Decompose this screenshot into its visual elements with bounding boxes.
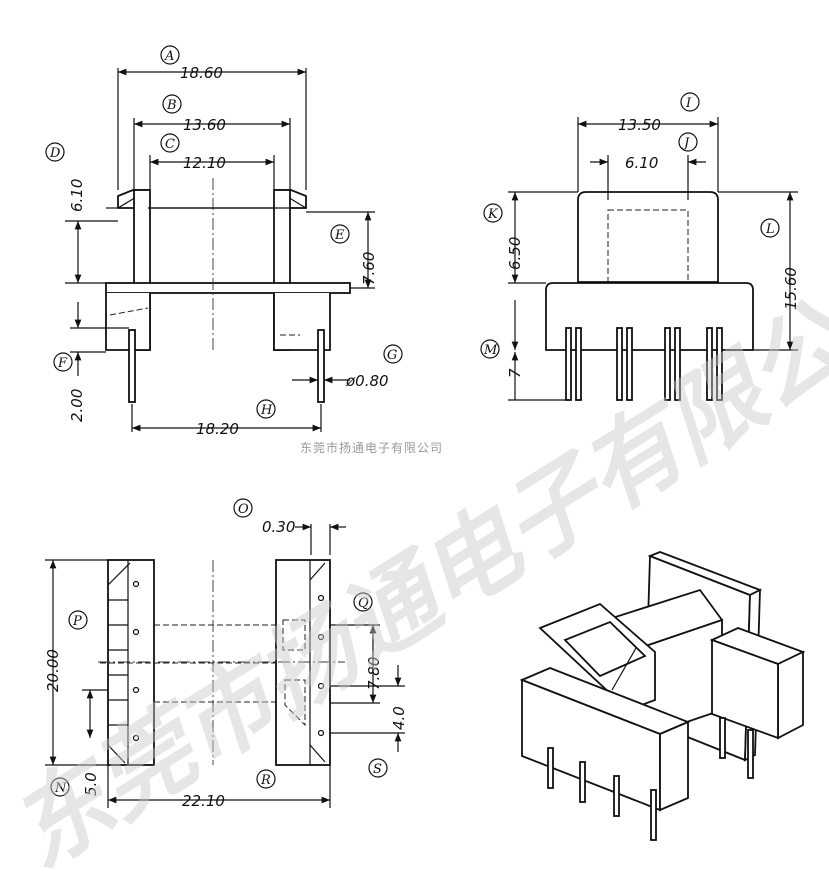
label-A: A: [164, 49, 174, 64]
front-view: A 18.60 B 13.60 C 12.10 D 6.10 E 7.60: [45, 45, 403, 438]
dim-H: 18.20: [196, 420, 239, 438]
dim-J: 6.10: [625, 154, 658, 172]
dim-N: 5.0: [82, 772, 100, 796]
dim-B: 13.60: [183, 116, 226, 134]
dim-C: 12.10: [183, 154, 226, 172]
label-P: P: [72, 614, 82, 629]
label-O: O: [238, 502, 249, 517]
side-view: I 13.50 J 6.10 K 6.50 L 15.60 M 7: [480, 92, 800, 401]
bottom-view: P 20.00 N 5.0 R 22.10 O 0.30 Q 7.80: [44, 498, 408, 810]
dim-E: 7.60: [360, 252, 378, 285]
label-N: N: [54, 781, 67, 796]
dim-R: 22.10: [182, 792, 225, 810]
label-F: F: [57, 356, 68, 371]
dim-K: 6.50: [506, 237, 524, 270]
label-D: D: [49, 146, 61, 161]
label-G: G: [387, 348, 397, 363]
dim-S: 4.0: [390, 706, 408, 730]
label-K: K: [487, 207, 499, 222]
label-R: R: [260, 773, 271, 788]
label-Q: Q: [358, 596, 369, 611]
label-E: E: [334, 228, 345, 243]
label-I: I: [685, 96, 692, 111]
dim-D: 6.10: [68, 179, 86, 212]
label-J: J: [681, 136, 690, 151]
label-L: L: [765, 222, 775, 237]
dim-P: 20.00: [44, 649, 62, 692]
label-S: S: [373, 762, 382, 777]
label-M: M: [483, 343, 498, 358]
dim-I: 13.50: [618, 116, 661, 134]
watermark-small: 东莞市扬通电子有限公司: [300, 440, 443, 455]
dim-L: 15.60: [782, 267, 800, 310]
dim-A: 18.60: [180, 64, 223, 82]
dim-O: 0.30: [262, 518, 295, 536]
label-C: C: [165, 137, 175, 152]
dim-M: 7: [506, 368, 524, 378]
label-B: B: [166, 98, 177, 113]
isometric-view: [519, 551, 806, 841]
label-H: H: [260, 403, 273, 418]
dim-F: 2.00: [68, 389, 86, 422]
dim-G: ø0.80: [345, 372, 389, 390]
dim-Q: 7.80: [365, 657, 383, 690]
